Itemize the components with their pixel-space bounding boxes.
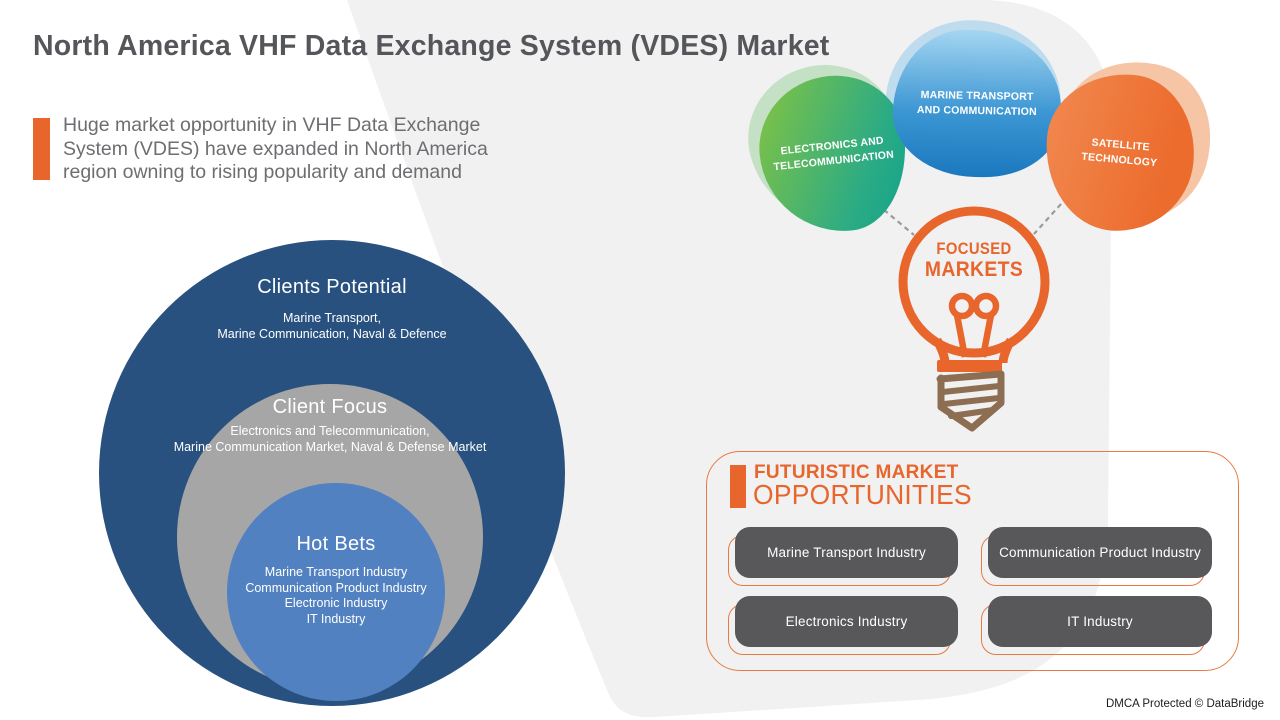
opportunities-heading-line1: FUTURISTIC MARKET: [754, 462, 959, 483]
bulb-label-line2: MARKETS: [924, 257, 1024, 281]
venn-inner-line: Electronic Industry: [284, 596, 388, 610]
opportunities-panel: [706, 451, 1239, 671]
subtitle-line: Huge market opportunity in VHF Data Exch…: [63, 114, 481, 136]
venn-middle-line: Electronics and Telecommunication,: [230, 424, 430, 438]
venn-middle-line: Marine Communication Market, Naval & Def…: [173, 440, 487, 454]
lightbulb-icon: [898, 206, 1050, 432]
dmca-notice: DMCA Protected © DataBridge: [1105, 698, 1264, 710]
bulb-label-line1: FOCUSED: [936, 240, 1012, 258]
connector-left-dashed-line: [876, 203, 915, 236]
subtitle-accent-bar: [33, 118, 50, 180]
subtitle-line: System (VDES) have expanded in North Ame…: [63, 137, 488, 160]
venn-outer-title: Clients Potential: [257, 276, 407, 298]
venn-inner-title: Hot Bets: [296, 533, 376, 555]
opportunities-accent-bar: [730, 465, 746, 508]
shape-label: SATELLITE TECHNOLOGY: [1080, 136, 1158, 169]
venn-inner-text: Hot Bets Marine Transport Industry Commu…: [226, 533, 446, 627]
opportunity-button-communication-product: Communication Product Industry: [988, 527, 1212, 578]
opportunities-heading-line2: OPPORTUNITIES: [753, 479, 972, 510]
venn-inner-line: Marine Transport Industry: [264, 565, 408, 579]
venn-outer-line: Marine Communication, Naval & Defence: [217, 327, 447, 341]
shape-label: ELECTRONICS AND TELECOMMUNICATION: [772, 134, 895, 174]
venn-inner-line: IT Industry: [306, 611, 366, 626]
venn-inner-line: Communication Product Industry: [245, 580, 427, 595]
venn-outer-text: Clients Potential Marine Transport, Mari…: [122, 276, 542, 342]
connector-right-dashed-line: [1033, 203, 1062, 235]
venn-middle-text: Client Focus Electronics and Telecommuni…: [115, 396, 545, 455]
shape-label: MARINE TRANSPORT AND COMMUNICATION: [916, 88, 1037, 118]
opportunity-button-electronics: Electronics Industry: [735, 596, 958, 647]
opportunity-button-it: IT Industry: [988, 596, 1212, 647]
page-title: North America VHF Data Exchange System (…: [33, 30, 830, 62]
venn-outer-line: Marine Transport,: [283, 311, 381, 325]
opportunity-button-marine-transport: Marine Transport Industry: [735, 527, 958, 578]
venn-inner-circle: [227, 483, 445, 701]
subtitle-line: region owning to rising popularity and d…: [63, 161, 462, 183]
subtitle: Huge market opportunity in VHF Data Exch…: [63, 114, 488, 185]
venn-middle-title: Client Focus: [272, 396, 388, 418]
